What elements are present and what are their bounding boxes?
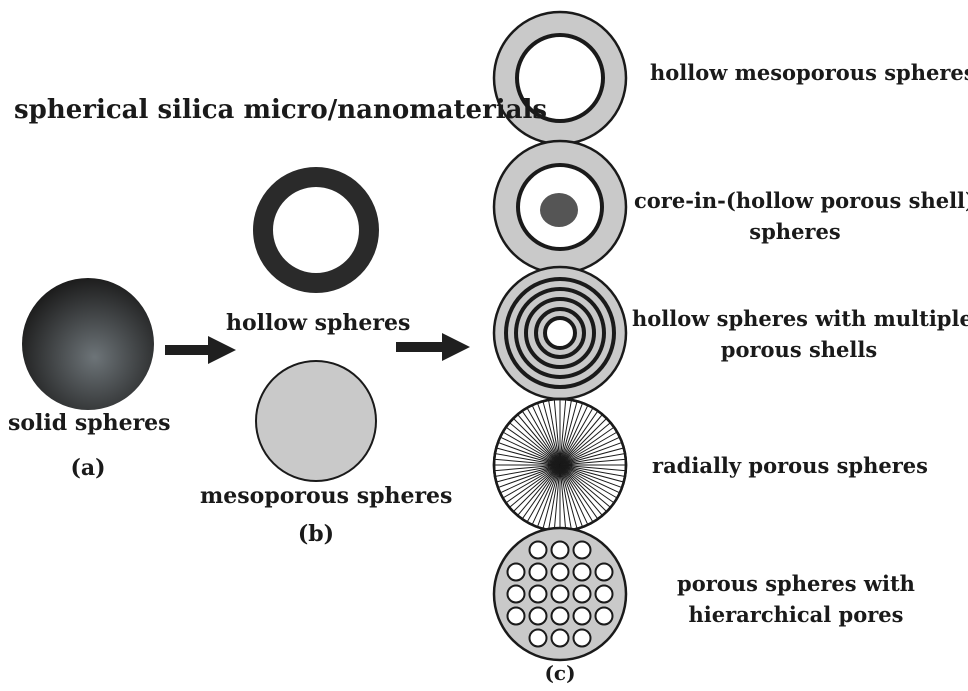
multi-shell-hollow-sphere: [494, 267, 626, 399]
radially-porous-sphere: [490, 395, 630, 535]
pore: [574, 564, 591, 581]
core-in-hollow-label-line1: core-in-(hollow porous shell): [634, 188, 956, 213]
pore: [508, 608, 525, 625]
pore: [552, 586, 569, 603]
pore: [530, 608, 547, 625]
hierarchical-pores-label-line2: hierarchical pores: [646, 602, 946, 627]
pore: [530, 542, 547, 559]
hierarchical-porous-sphere: [494, 528, 626, 660]
pore: [530, 586, 547, 603]
hollow-spheres-label: hollow spheres: [226, 310, 406, 336]
pore: [552, 608, 569, 625]
arrow-b-to-c: [396, 333, 470, 361]
pore: [596, 608, 613, 625]
hollow-mesoporous-spheres-label: hollow mesoporous spheres: [650, 60, 968, 85]
pore: [596, 586, 613, 603]
pore: [574, 542, 591, 559]
core-particle: [540, 193, 578, 227]
hollow-sphere: [263, 177, 369, 283]
hierarchical-pores-label-line1: porous spheres with: [646, 571, 946, 596]
pore: [552, 564, 569, 581]
pore: [574, 586, 591, 603]
pore: [574, 630, 591, 647]
core-in-hollow-label-line2: spheres: [634, 219, 956, 244]
panel-c-label: (c): [530, 661, 590, 685]
panel-a-label: (a): [58, 455, 118, 481]
pore: [596, 564, 613, 581]
pore: [552, 542, 569, 559]
figure-title: spherical silica micro/nanomaterials: [14, 95, 547, 125]
hollow-center: [545, 318, 575, 348]
panel-b-label: (b): [286, 521, 346, 547]
pore: [530, 564, 547, 581]
mesoporous-sphere: [256, 361, 376, 481]
pore: [530, 630, 547, 647]
solid-sphere: [22, 278, 154, 410]
pore: [552, 630, 569, 647]
pore: [508, 586, 525, 603]
mesoporous-spheres-label: mesoporous spheres: [200, 483, 438, 509]
core-in-hollow-porous-shell-sphere: [494, 141, 626, 273]
multi-shell-label-line2: porous shells: [632, 337, 966, 362]
multi-shell-label-line1: hollow spheres with multiple: [632, 306, 966, 331]
pore: [574, 608, 591, 625]
pore: [508, 564, 525, 581]
arrow-a-to-b: [165, 336, 236, 364]
solid-spheres-label: solid spheres: [8, 410, 168, 436]
radially-porous-label: radially porous spheres: [640, 453, 940, 478]
